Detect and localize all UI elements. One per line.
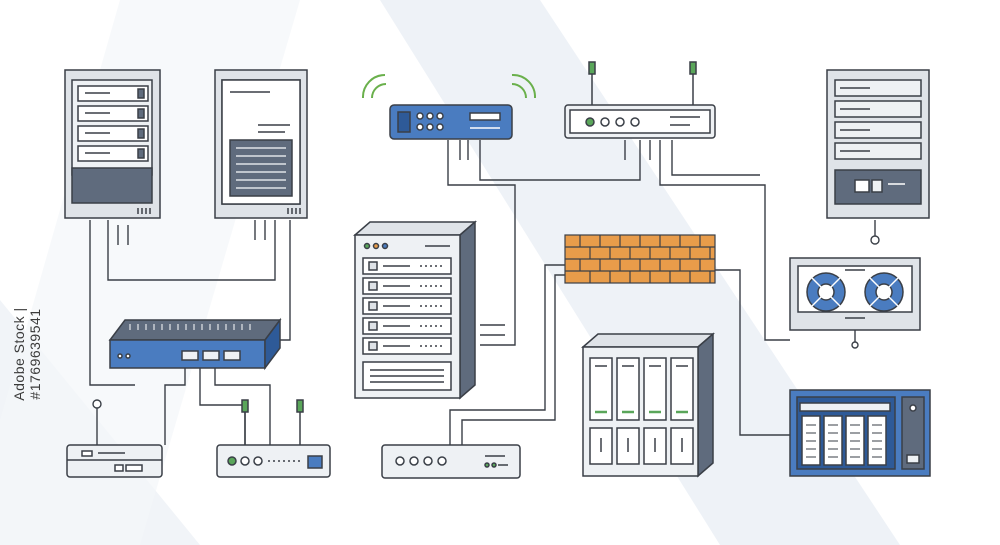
document-server-icon [214,69,308,219]
stock-number: #1769639541 [27,308,43,400]
router-top-icon [564,61,716,139]
stock-id-label: Adobe Stock | #1769639541 [11,279,43,429]
modem-icon [66,444,163,478]
switch-icon [108,317,282,371]
hub-icon [381,444,521,479]
nas-icon [580,332,716,478]
stock-brand: Adobe Stock [11,315,27,401]
tower-server-icon [64,69,161,219]
disk-array-icon [789,389,931,477]
rack-server-icon [352,220,478,400]
cables [89,140,880,445]
tape-drive-icon [789,257,921,331]
wifi-router-icon [361,73,537,140]
firewall-icon [564,234,716,284]
storage-server-icon [826,69,930,219]
stock-separator: | [11,307,27,316]
router-bottom-icon [216,399,331,478]
